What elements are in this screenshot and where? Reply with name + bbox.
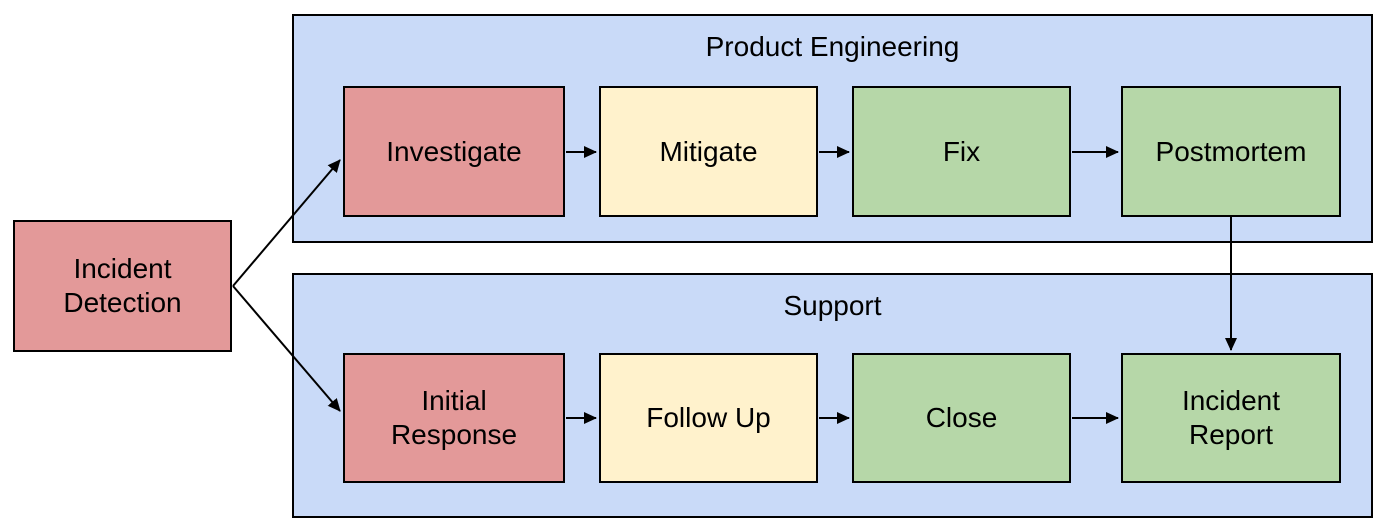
- node-postmortem: Postmortem: [1121, 86, 1341, 217]
- node-label: Investigate: [386, 135, 522, 167]
- node-label: Follow Up: [646, 402, 771, 433]
- node-mitigate: Mitigate: [599, 86, 818, 217]
- lane-title-product-engineering: Product Engineering: [705, 31, 960, 62]
- node-incident-report: Incident Report: [1121, 353, 1341, 483]
- node-label: Mitigate: [659, 135, 758, 167]
- node-fix: Fix: [852, 86, 1071, 217]
- node-label: Fix: [942, 135, 981, 167]
- node-label: Incident Report: [1181, 385, 1281, 450]
- node-initial-response: Initial Response: [343, 353, 565, 483]
- node-label: Postmortem: [1155, 135, 1307, 167]
- node-incident-detection: Incident Detection: [13, 220, 232, 352]
- node-label: Initial Response: [390, 385, 518, 450]
- lane-title-support: Support: [783, 290, 882, 321]
- node-label: Close: [925, 402, 998, 433]
- node-label: Incident Detection: [63, 253, 182, 318]
- node-investigate: Investigate: [343, 86, 565, 217]
- node-close: Close: [852, 353, 1071, 483]
- node-follow-up: Follow Up: [599, 353, 818, 483]
